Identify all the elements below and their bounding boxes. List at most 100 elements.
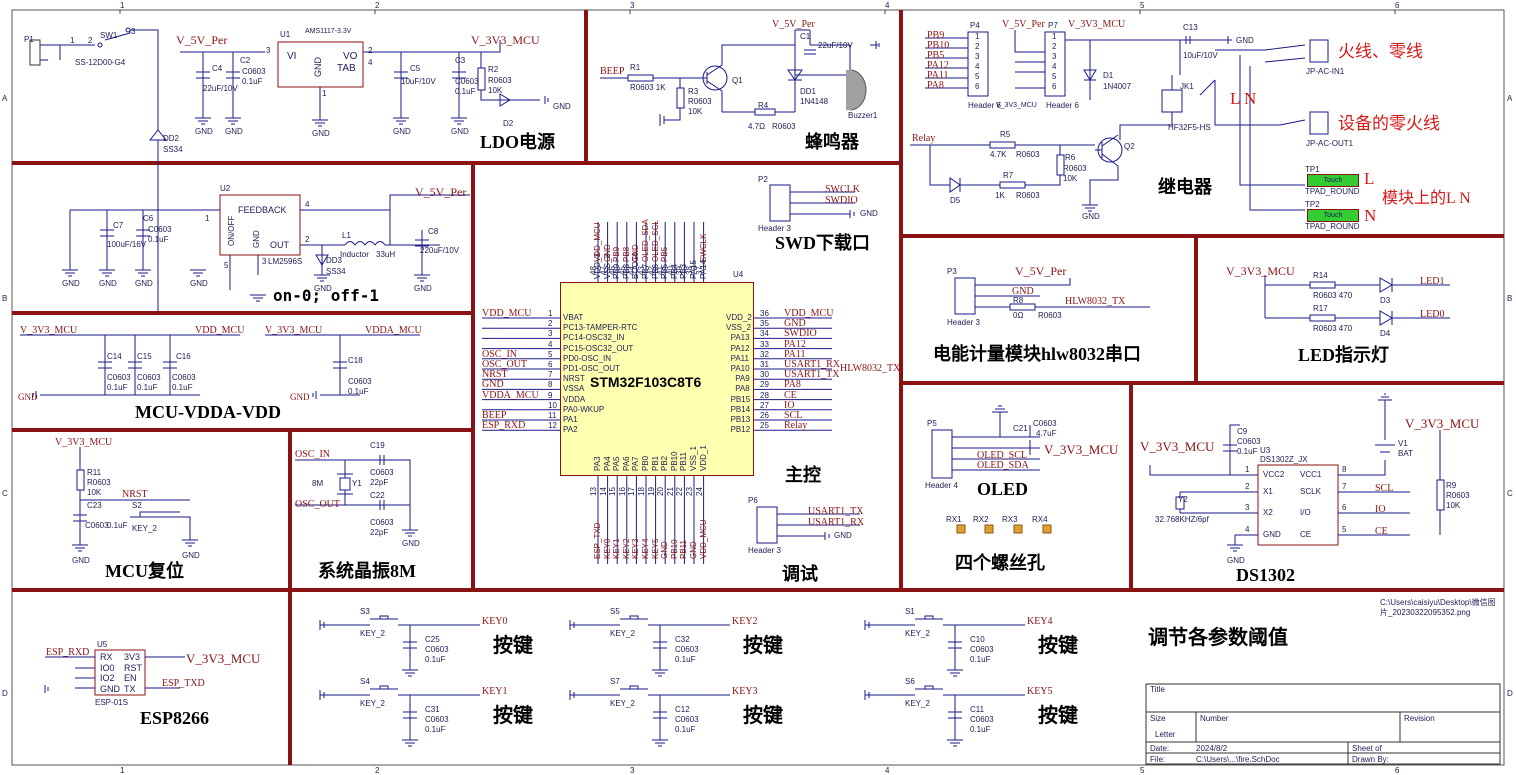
ref-buzzer: Buzzer1	[848, 111, 878, 120]
key-cap-ref: C10	[970, 635, 985, 644]
mcu-pin-number: 4	[548, 339, 553, 349]
val2-r6: 10K	[1063, 174, 1078, 183]
ref-c15: C15	[137, 352, 152, 361]
mcu-pin-number: 14	[598, 487, 608, 496]
u5-pin-name: GND	[100, 683, 120, 694]
ref-dd3: DD3	[326, 256, 343, 265]
mcu-net-label: VDD_MCU	[698, 519, 708, 559]
mcu-pin-number: 5	[548, 349, 553, 359]
val2-c22: 22pF	[370, 528, 389, 537]
val2-c9: 0.1uF	[1237, 447, 1258, 456]
mcu-net-label: VDD_MCU	[784, 308, 834, 319]
val-c4: 22uF/10V	[203, 84, 238, 93]
gnd-label: GND	[553, 102, 571, 111]
p7-pin-number: 1	[1052, 32, 1057, 41]
mcu-pin-name: PA1	[563, 415, 578, 424]
mcu-pin-number: 3	[548, 329, 553, 339]
mcu-net-label: VDD_MCU	[593, 222, 602, 262]
pin-u1-3: 3	[266, 46, 271, 55]
val-r8: 0Ω	[1013, 311, 1024, 320]
mcu-pin-name: VDD_1	[698, 445, 708, 471]
key-switch-part: KEY_2	[610, 699, 635, 708]
mcu-net-label: Relay	[784, 420, 808, 432]
u5-pin-name: EN	[124, 673, 137, 683]
val-c14: C0603	[107, 373, 131, 382]
key-switch-part: KEY_2	[360, 699, 385, 708]
pin-u2-4: 4	[305, 200, 310, 209]
pin-sw1-2: 2	[88, 36, 93, 45]
mcu-pin-name: VSS_2	[726, 323, 751, 333]
val2-c3: 0.1uF	[455, 87, 476, 96]
key-cap-val2: 0.1uF	[675, 725, 696, 734]
net-relay: Relay	[912, 133, 936, 144]
ref-v1: V1	[1398, 439, 1408, 448]
gnd-label: GND	[312, 129, 330, 138]
u3-net-label: CE	[1375, 526, 1388, 537]
section-title-buzzer: 蜂鸣器	[805, 132, 859, 152]
val-r1: R0603 1K	[630, 83, 666, 92]
key-net-label: KEY5	[1027, 686, 1053, 697]
mcu-pin-number: 24	[694, 487, 704, 496]
val-r5: 4.7K	[990, 150, 1007, 159]
mcu-net-label: OSC_OUT	[482, 359, 528, 370]
val-c15: C0603	[137, 373, 161, 382]
pin-u1-tab: TAB	[337, 63, 356, 74]
ref-r14: R14	[1313, 271, 1328, 280]
val2-c14: 0.1uF	[107, 383, 128, 392]
net-p3-gnd: GND	[1012, 286, 1034, 297]
mcu-pin-name: PA10	[730, 364, 750, 373]
mcu-pin-number: 2	[548, 319, 553, 329]
section-dividers	[12, 10, 1504, 765]
net-hlw-tx-mcu: HLW8032_TX	[840, 363, 901, 374]
part-p2: Header 3	[758, 224, 791, 233]
ref-y2: Y2	[1178, 495, 1188, 504]
mcu-pin-name: PB14	[730, 404, 751, 414]
gnd-label: GND	[314, 284, 332, 293]
mcu-net-label: VDDA_MCU	[482, 389, 539, 401]
mcu-pin-number: 43	[637, 266, 646, 275]
val-c7: 100uF/16V	[107, 240, 147, 249]
mcu-net-label: KEY3	[631, 538, 641, 559]
p7-net-label: V_3V3_MCU	[996, 102, 1037, 109]
ref-dd1: DD1	[800, 87, 817, 96]
mcu-net-label: GND	[602, 244, 612, 262]
ref-c6: C6	[143, 214, 154, 223]
pin-u1-2: 2	[368, 46, 373, 55]
val-c5: 10uF/10V	[401, 77, 436, 86]
ref-y1: Y1	[352, 479, 362, 488]
ref-r6: R6	[1065, 153, 1076, 162]
mcu-net-label: KEY5	[650, 538, 660, 559]
mcu-pin-name: PB2	[660, 455, 670, 471]
section-title-led: LED指示灯	[1298, 345, 1390, 365]
switch-note: on-0; off-1	[273, 286, 379, 305]
ref-c21: C21	[1013, 424, 1028, 433]
u3-pin-number: 6	[1342, 503, 1347, 512]
val-dd3: SS34	[326, 267, 346, 276]
mcu-pin-number: 8	[548, 380, 553, 390]
grid-row-mark: C	[1507, 489, 1513, 498]
u3-pin-name: CE	[1300, 530, 1312, 539]
mcu-pin-number: 26	[760, 411, 769, 420]
mcu-net-label: PB10	[669, 539, 679, 559]
val-r6: R0603	[1063, 164, 1087, 173]
ref-jk1: JK1	[1180, 82, 1194, 91]
val2-r7: R0603	[1016, 191, 1040, 200]
number-label: Number	[1200, 714, 1229, 723]
val-r17: R0603 470	[1313, 324, 1353, 333]
touch-pad-1: Touch	[1307, 174, 1359, 187]
section-title-crystal: 系统晶振8M	[318, 561, 416, 581]
key-label: 按键	[493, 705, 533, 727]
part-p6: Header 3	[748, 546, 781, 555]
net-3v3-oled: V_3V3_MCU	[1044, 442, 1119, 457]
val-r11: R0603	[87, 478, 111, 487]
net-hlw-tx: HLW8032_TX	[1065, 296, 1126, 307]
mcu-pin-name: PB0	[641, 455, 650, 471]
ref-c7: C7	[113, 221, 124, 230]
mcu-pin-number: 10	[548, 400, 557, 410]
mcu-net-label: KEY0	[602, 538, 612, 559]
ref-p4: P4	[970, 21, 980, 30]
mcu-net-label: SWDIO	[784, 328, 817, 340]
ref-d5: D5	[950, 196, 961, 205]
mcu-pin-number: 21	[665, 487, 675, 496]
